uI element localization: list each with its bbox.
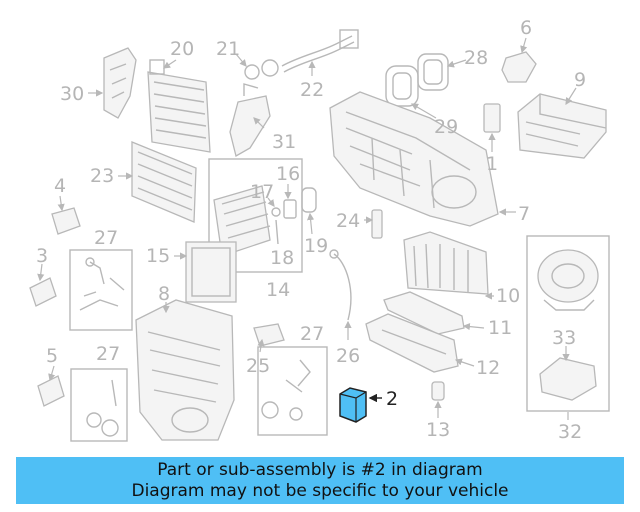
callout-2-highlighted: 2 [386,388,398,410]
callout-27-left: 27 [94,227,118,249]
part-28-seal [417,53,449,91]
group-box-27-left [69,249,133,331]
part-4-sensor [51,207,81,235]
part-13-bolt [431,381,445,401]
part-25-connector [253,323,285,347]
part-19-grommet [301,187,317,213]
callout-9: 9 [574,69,586,91]
part-22-pipe [281,29,359,73]
part-14-block [213,185,271,257]
callout-16: 16 [276,163,300,185]
part-27-linkage-left [79,257,125,311]
callout-12: 12 [476,357,500,379]
part-1-actuator [483,103,501,133]
part-2-highlighted[interactable] [339,387,382,423]
callout-3: 3 [36,245,48,267]
callout-21: 21 [216,38,240,60]
banner-line-1: Part or sub-assembly is #2 in diagram [157,459,483,480]
group-box-14 [208,158,303,273]
part-7-hvac-case [329,91,499,227]
part-32-blower-motor [537,249,599,311]
callout-24: 24 [336,210,360,232]
part-21-seal-rings [244,59,279,80]
callout-11: 11 [488,317,512,339]
callout-18: 18 [270,247,294,269]
group-box-27-center [257,346,328,436]
part-8-lower-case [135,299,235,441]
part-15-filter [185,241,237,303]
callout-8: 8 [158,283,170,305]
callout-32: 32 [558,421,582,443]
part-17-clip [271,207,281,217]
callout-17: 17 [250,181,274,203]
banner-line-2: Diagram may not be specific to your vehi… [131,480,509,501]
part-18-probe [275,219,279,245]
part-27-center-items [261,359,311,421]
part-10-cabin-filter [403,231,489,295]
callout-4: 4 [54,175,66,197]
part-9-housing [517,93,607,159]
callout-31: 31 [272,131,296,153]
callout-25: 25 [246,355,270,377]
part-27-gears [86,379,119,437]
part-26-hose [329,249,352,321]
part-30-bracket [103,47,137,119]
callout-33: 33 [552,327,576,349]
callout-5: 5 [46,345,58,367]
part-24-valve [371,209,383,239]
callout-19: 19 [304,235,328,257]
callout-22: 22 [300,79,324,101]
parts-diagram: 30 20 21 22 28 29 31 6 9 1 7 23 4 3 27 1… [29,17,610,443]
part-16-sensor [283,199,297,219]
callout-7: 7 [518,203,530,225]
callout-30: 30 [60,83,84,105]
callout-23: 23 [90,165,114,187]
part-23-evaporator [131,141,197,223]
part-20-heater-core [147,59,211,153]
callout-1: 1 [486,153,498,175]
part-6-bracket [501,51,537,83]
callout-10: 10 [496,285,520,307]
callout-26: 26 [336,345,360,367]
callout-29: 29 [434,116,458,138]
callout-28: 28 [464,47,488,69]
part-3-actuator [29,277,57,307]
info-banner: Part or sub-assembly is #2 in diagram Di… [16,457,624,504]
callout-15: 15 [146,245,170,267]
part-29-seal [385,65,419,107]
callout-13: 13 [426,419,450,441]
part-31-bracket [229,83,271,157]
leader-lines [37,37,577,420]
group-box-32 [526,235,610,412]
callout-20: 20 [170,38,194,60]
part-12-cover [365,313,459,373]
part-33-resistor [539,357,597,401]
callout-14: 14 [266,279,290,301]
callout-27-bottom: 27 [96,343,120,365]
callout-27-center: 27 [300,323,324,345]
group-box-27-bottom [70,368,128,442]
callout-6: 6 [520,17,532,39]
part-5-actuator [37,375,65,407]
